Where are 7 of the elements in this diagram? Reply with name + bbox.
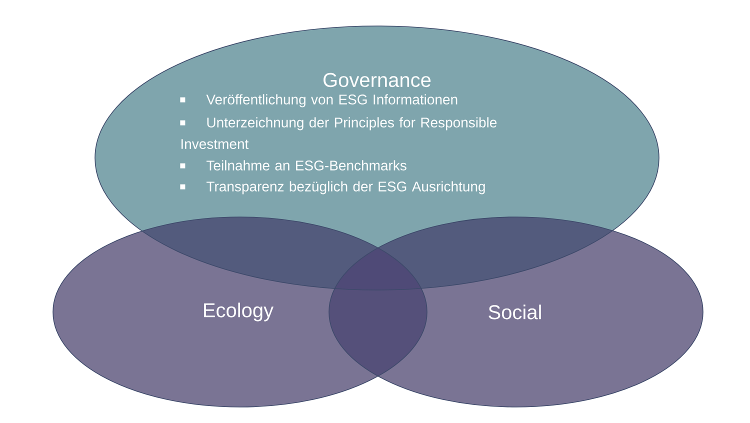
bullet-item: Transparenz bezüglich der ESG Ausrichtung — [180, 181, 485, 194]
heading: Governance — [324, 72, 431, 88]
heading: Social — [488, 304, 541, 320]
bullet-item: Veröffentlichung von ESG Informationen — [180, 94, 458, 108]
heading: Ecology — [204, 302, 274, 322]
bullet-item: Teilnahme an ESG-Benchmarks — [180, 160, 406, 170]
bullet-item: Unterzeichnung der Principles for Responsible Investment — [180, 117, 497, 149]
